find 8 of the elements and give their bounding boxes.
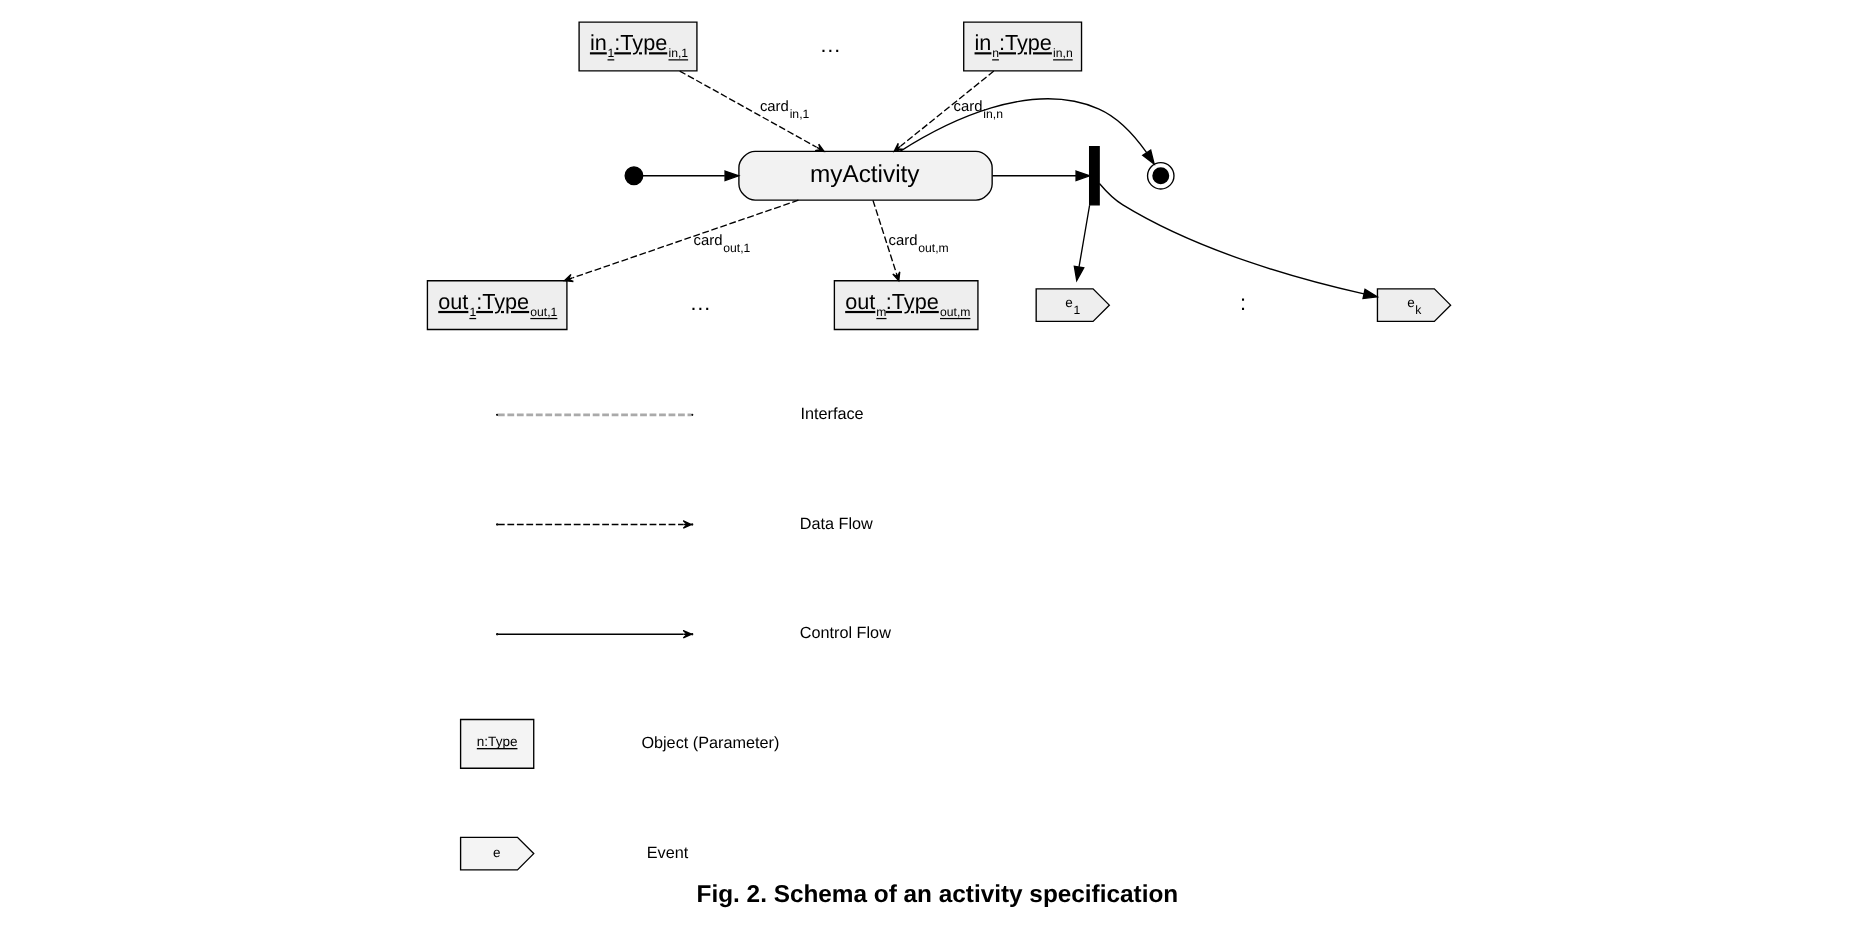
caption: Fig. 2. Schema of an activity specification xyxy=(695,879,1178,908)
label: … xyxy=(688,292,711,317)
label: … xyxy=(818,33,841,58)
edge-label: card$_{in,1}$ xyxy=(758,97,809,123)
edge-label: card$_{out,m}$ xyxy=(887,231,948,257)
label: : xyxy=(1238,292,1246,317)
edge-label: card$_{in,n}$ xyxy=(952,97,1002,123)
edge-label: card$_{out,1}$ xyxy=(692,231,750,257)
